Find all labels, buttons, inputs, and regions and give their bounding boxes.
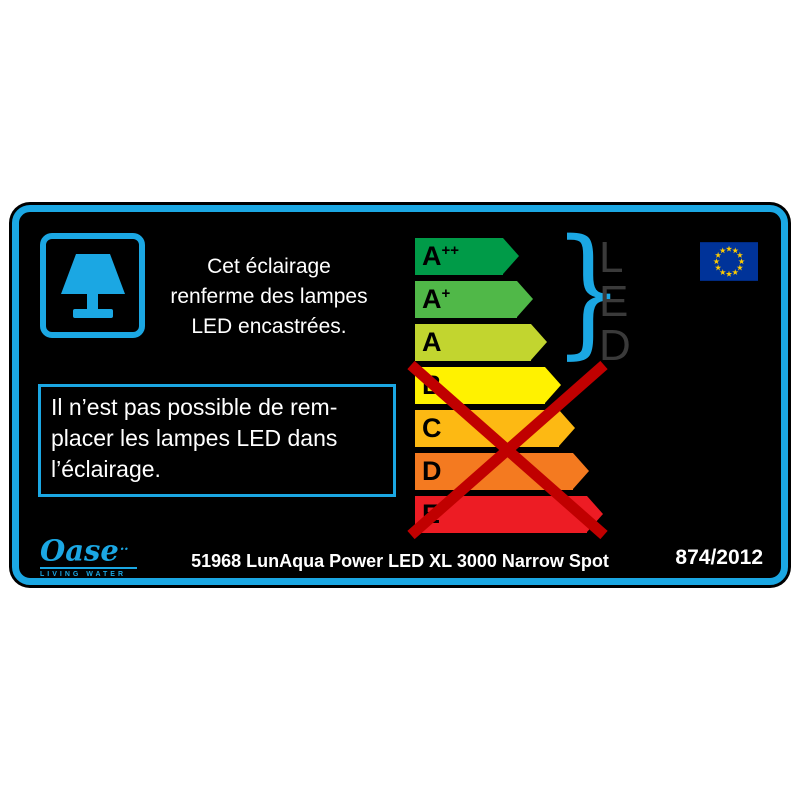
energy-grade-Aplus: A+ [415,281,533,318]
oase-logo: Oase LIVING WATER [40,532,137,578]
led-text: L E D [599,236,631,368]
lamp-stem [87,293,98,309]
energy-grade-A: A [415,324,547,361]
regulation-number: 874/2012 [675,546,763,569]
lamp-pictogram [40,233,145,338]
brand-tagline: LIVING WATER [40,570,127,578]
intro-text: Cet éclairage renferme des lampes LED en… [119,252,419,342]
warning-line-2: placer les lampes LED dans [51,425,338,451]
eu-flag [700,242,758,281]
energy-label: Cet éclairage renferme des lampes LED en… [12,205,788,585]
product-name: 51968 LunAqua Power LED XL 3000 Narrow S… [191,551,609,571]
red-cross-icon [407,360,608,540]
warning-box: Il n’est pas possible de rem- placer les… [38,384,396,497]
intro-line-2: renferme des lampes [170,285,368,308]
intro-line-3: LED encastrées. [191,315,347,338]
brand-name: Oase [40,532,137,569]
label-inner: Cet éclairage renferme des lampes LED en… [19,212,781,578]
led-letter-d: D [599,321,631,370]
energy-grade-Aplusplus: A++ [415,238,519,275]
led-letter-e: E [599,277,629,326]
led-letter-l: L [599,233,624,282]
intro-line-1: Cet éclairage [207,255,331,278]
lamp-base [72,308,113,318]
warning-line-1: Il n’est pas possible de rem- [51,394,338,420]
lamp-icon [60,253,125,294]
warning-line-3: l’éclairage. [51,456,161,482]
